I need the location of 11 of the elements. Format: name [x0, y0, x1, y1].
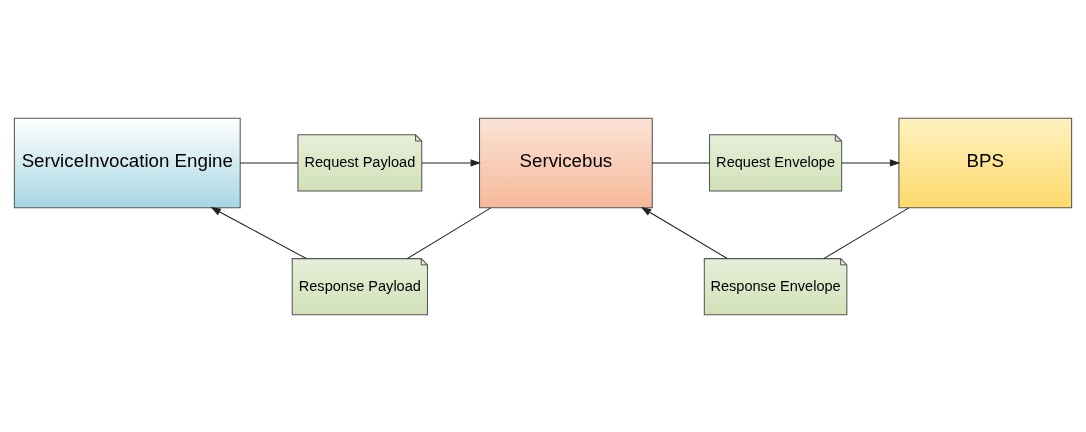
node-box: BPS: [898, 117, 1073, 208]
connector: [823, 206, 910, 259]
node-box: ServiceInvocation Engine: [13, 117, 241, 208]
arrow: [640, 206, 728, 259]
connector: [239, 161, 299, 163]
arrow: [841, 158, 901, 167]
arrow: [210, 206, 307, 259]
node-box: Servicebus: [479, 117, 653, 208]
connector: [406, 206, 492, 259]
arrow: [421, 158, 481, 167]
connector: [651, 161, 710, 163]
